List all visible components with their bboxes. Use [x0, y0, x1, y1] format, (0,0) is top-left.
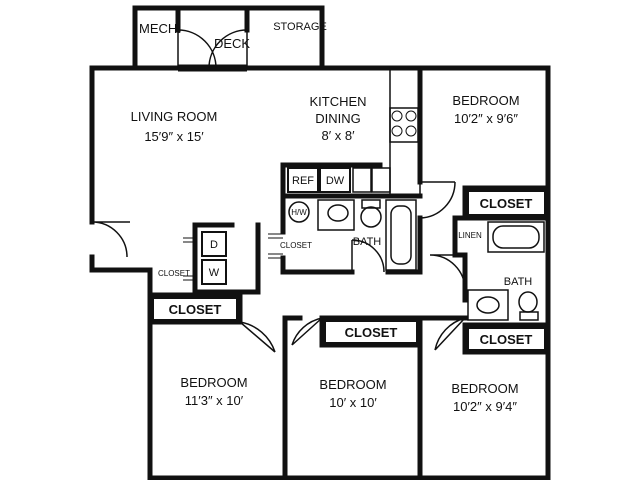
ref-label: REF: [292, 175, 314, 187]
east-toilet: [518, 291, 538, 313]
bedroom-ne-size: 10′2″ x 9′6″: [454, 111, 518, 126]
bathtub: [385, 199, 417, 271]
bath-east-label: BATH: [504, 276, 533, 288]
mech-label: MECH.: [139, 21, 181, 36]
closet-ne: CLOSET: [467, 190, 546, 216]
svg-text:CLOSET: CLOSET: [480, 332, 533, 347]
vanity-sink: [317, 199, 355, 231]
closet-small-left-label: CLOSET: [158, 269, 190, 278]
bedroom-s-size: 10′ x 10′: [329, 395, 377, 410]
bedroom-sw-size: 11′3″ x 10′: [185, 393, 244, 408]
linen-label: LINEN: [458, 231, 482, 240]
kitchen-size: 8′ x 8′: [321, 128, 355, 143]
closet-sw: CLOSET: [152, 297, 238, 321]
dining-name: DINING: [315, 111, 361, 126]
center-bath-fixtures: [288, 199, 417, 271]
storage-label: STORAGE: [273, 21, 327, 33]
dw-appliance: DW: [319, 167, 351, 193]
kitchen-counter: [352, 67, 421, 197]
toilet: [360, 206, 382, 228]
bedroom-ne-name: BEDROOM: [452, 93, 519, 108]
east-vanity-sink: [467, 289, 509, 321]
svg-text:CLOSET: CLOSET: [480, 196, 533, 211]
deck-area: [132, 5, 325, 72]
bedroom-s-name: BEDROOM: [319, 377, 386, 392]
hw-label: H/W: [291, 208, 307, 217]
kitchen-sink: [352, 167, 372, 193]
water-heater: [288, 201, 310, 223]
washer-appliance: W: [201, 259, 227, 285]
svg-text:CLOSET: CLOSET: [169, 302, 222, 317]
deck-label: DECK: [214, 36, 250, 51]
east-bath-fixtures: [467, 221, 545, 321]
dryer-appliance: D: [201, 231, 227, 257]
closet-s: CLOSET: [324, 320, 418, 344]
bath-center-label: BATH: [353, 236, 382, 248]
dw-label: DW: [326, 175, 345, 187]
washer-label: W: [209, 267, 220, 279]
bedroom-sw-name: BEDROOM: [180, 375, 247, 390]
svg-text:CLOSET: CLOSET: [345, 325, 398, 340]
bedroom-se-size: 10′2″ x 9′4″: [453, 399, 517, 414]
closet-small-center-label: CLOSET: [280, 241, 312, 250]
living-room-name: LIVING ROOM: [131, 109, 218, 124]
closet-se: CLOSET: [467, 327, 546, 351]
living-room-size: 15′9″ x 15′: [144, 129, 204, 144]
east-bathtub: [487, 221, 545, 253]
door-swings: [91, 181, 466, 353]
stove: [389, 107, 419, 143]
bedroom-se-name: BEDROOM: [451, 381, 518, 396]
ref-appliance: REF: [287, 167, 319, 193]
kitchen-name: KITCHEN: [309, 94, 366, 109]
dryer-label: D: [210, 239, 218, 251]
